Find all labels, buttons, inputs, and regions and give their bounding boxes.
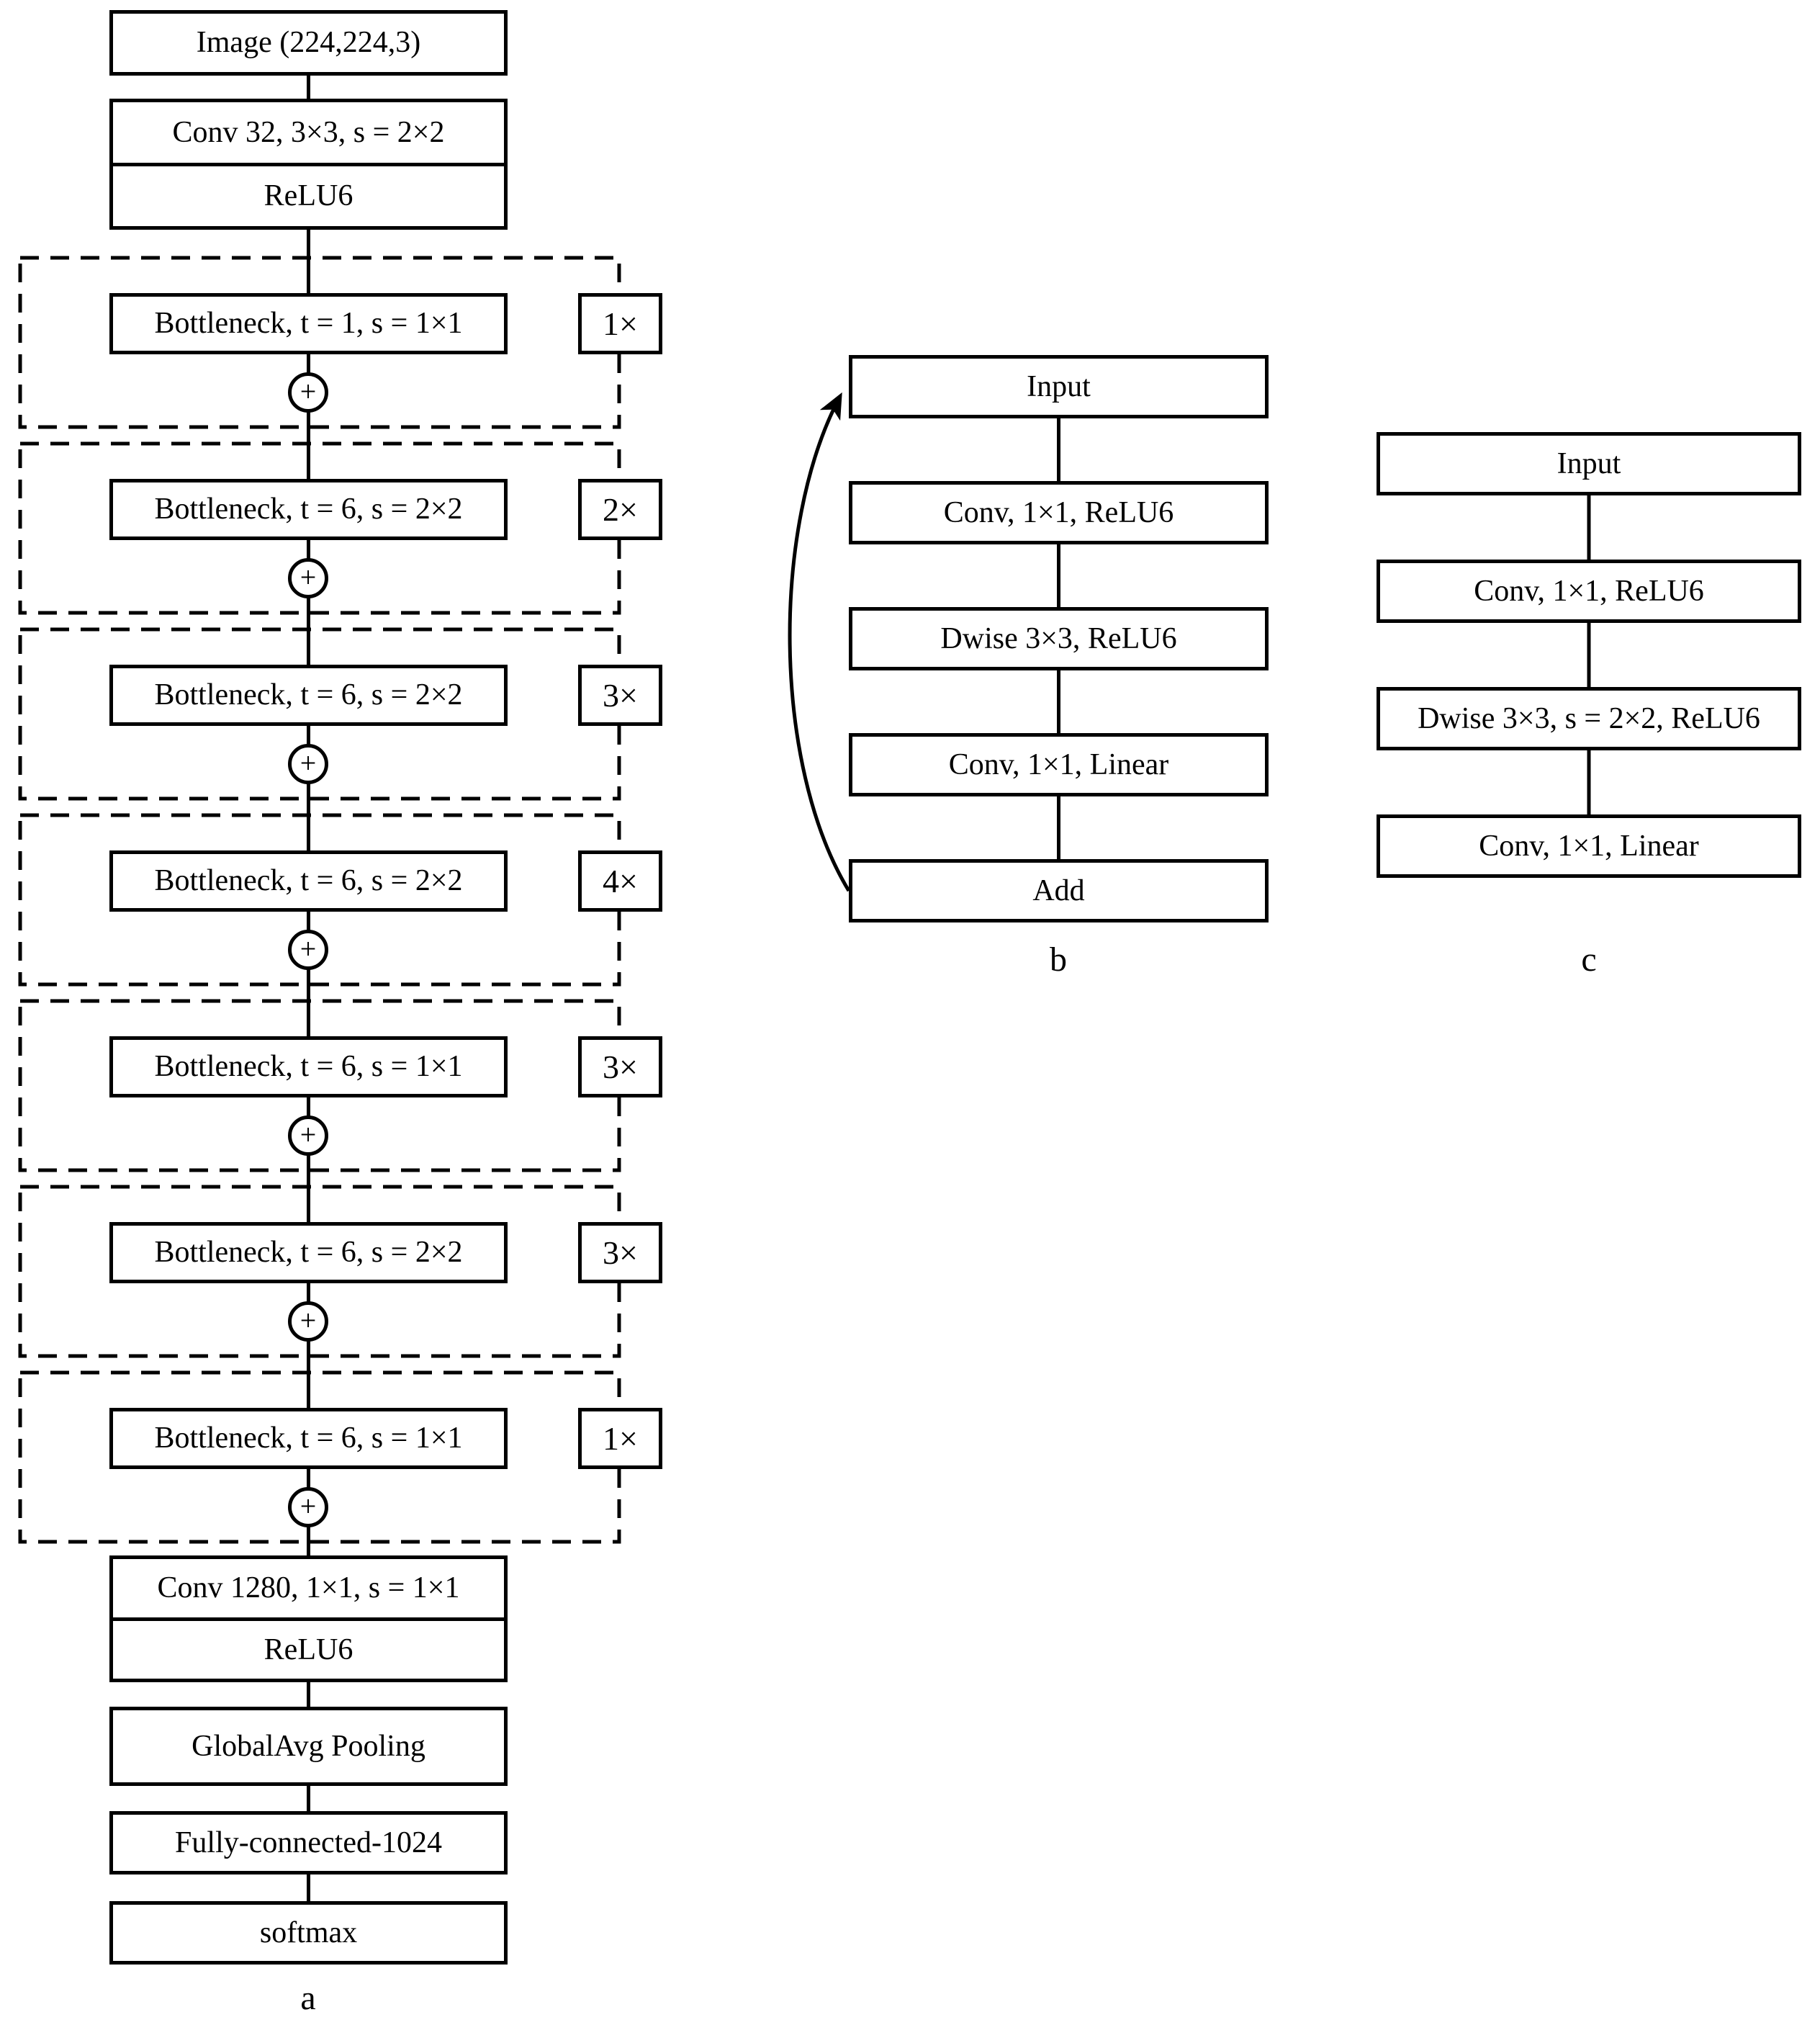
conv1280-relu6-stack: Conv 1280, 1×1, s = 1×1 ReLU6	[109, 1555, 508, 1682]
plus-icon: +	[288, 558, 328, 598]
relu6-label: ReLU6	[263, 1633, 353, 1666]
conv1280-box: Conv 1280, 1×1, s = 1×1	[113, 1559, 504, 1621]
conv32-relu6-stack: Conv 32, 3×3, s = 2×2 ReLU6	[109, 99, 508, 230]
b-input-box: Input	[849, 355, 1269, 418]
repeat-count-box-5: 3×	[578, 1036, 662, 1097]
c-conv-linear-box: Conv, 1×1, Linear	[1377, 814, 1801, 878]
repeat-count-box-6: 3×	[578, 1222, 662, 1283]
conv32-box: Conv 32, 3×3, s = 2×2	[113, 102, 504, 166]
b-conv-linear-box: Conv, 1×1, Linear	[849, 733, 1269, 796]
bottleneck-box-2: Bottleneck, t = 6, s = 2×2	[109, 479, 508, 540]
plus-icon: +	[288, 1487, 328, 1527]
panel-label-a: a	[300, 1978, 316, 2017]
plus-icon: +	[288, 930, 328, 970]
repeat-count-box-1: 1×	[578, 293, 662, 354]
bottleneck-box-5: Bottleneck, t = 6, s = 1×1	[109, 1036, 508, 1097]
repeat-count-box-7: 1×	[578, 1408, 662, 1469]
panel-label-c: c	[1581, 940, 1597, 979]
plus-icon: +	[288, 744, 328, 784]
plus-icon: +	[288, 1115, 328, 1156]
global-avg-pooling-box: GlobalAvg Pooling	[109, 1707, 508, 1786]
image-input-box: Image (224,224,3)	[109, 10, 508, 76]
c-conv-relu6-box: Conv, 1×1, ReLU6	[1377, 560, 1801, 623]
c-input-box: Input	[1377, 432, 1801, 495]
panel-label-b: b	[1050, 940, 1067, 979]
b-conv-relu6-box: Conv, 1×1, ReLU6	[849, 481, 1269, 544]
residual-skip-arrow	[788, 392, 851, 892]
b-dwise-box: Dwise 3×3, ReLU6	[849, 607, 1269, 670]
c-dwise-stride-box: Dwise 3×3, s = 2×2, ReLU6	[1377, 687, 1801, 750]
bottleneck-box-6: Bottleneck, t = 6, s = 2×2	[109, 1222, 508, 1283]
repeat-count-box-3: 3×	[578, 665, 662, 726]
repeat-count-box-4: 4×	[578, 850, 662, 912]
softmax-box: softmax	[109, 1901, 508, 1965]
relu6-label: ReLU6	[263, 179, 353, 213]
b-add-box: Add	[849, 859, 1269, 922]
bottleneck-box-7: Bottleneck, t = 6, s = 1×1	[109, 1408, 508, 1469]
bottleneck-box-1: Bottleneck, t = 1, s = 1×1	[109, 293, 508, 354]
bottleneck-box-4: Bottleneck, t = 6, s = 2×2	[109, 850, 508, 912]
repeat-count-box-2: 2×	[578, 479, 662, 540]
fully-connected-box: Fully-connected-1024	[109, 1811, 508, 1874]
bottleneck-box-3: Bottleneck, t = 6, s = 2×2	[109, 665, 508, 726]
plus-icon: +	[288, 1301, 328, 1342]
plus-icon: +	[288, 372, 328, 413]
